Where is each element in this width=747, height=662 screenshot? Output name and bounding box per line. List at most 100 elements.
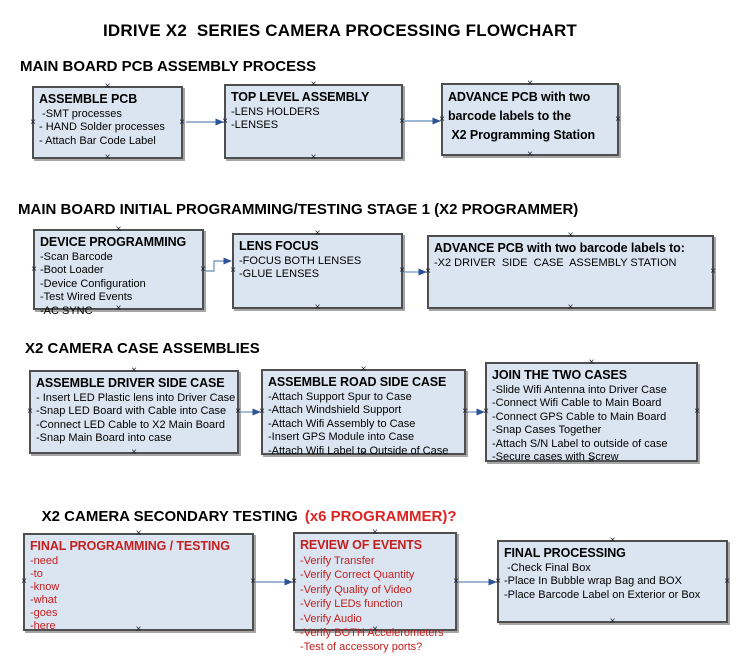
box-item: -Insert GPS Module into Case xyxy=(268,431,415,444)
box-item: -Place Barcode Label on Exterior or Box xyxy=(504,588,701,601)
box-title: TOP LEVEL ASSEMBLY xyxy=(231,90,370,104)
box-items: -Verify Transfer -Verify Correct Quantity… xyxy=(300,554,451,655)
flow-box-top-level-assembly[interactable]: TOP LEVEL ASSEMBLY-LENS HOLDERS-LENSES××… xyxy=(222,80,405,163)
box-title: ADVANCE PCB with two barcode labels to: xyxy=(434,241,685,255)
box-item: -Snap Cases Together xyxy=(492,424,602,437)
flow-box-assemble-pcb[interactable]: ASSEMBLE PCB -SMT processes- HAND Solder… xyxy=(30,82,185,163)
connection-point-icon: × xyxy=(615,113,621,125)
box-item: -Attach Support Spur to Case xyxy=(268,391,412,403)
box-item: -GLUE LENSES xyxy=(239,268,320,281)
box-title: LENS FOCUS xyxy=(239,239,319,253)
box-item: -Verify Transfer xyxy=(300,555,375,567)
connection-point-icon: × xyxy=(439,113,445,125)
box-item: -Connect LED Cable to X2 Main Board xyxy=(36,418,225,431)
connection-point-icon: × xyxy=(27,406,33,417)
box-item: -Attach Windshield Support xyxy=(268,404,402,417)
flow-box-final-processing[interactable]: FINAL PROCESSING -Check Final Box-Place … xyxy=(495,536,730,627)
box-item: -Snap LED Board with Cable into Case xyxy=(36,405,227,418)
box-items: -Attach Support Spur to Case-Attach Wind… xyxy=(268,391,460,458)
connection-point-icon: × xyxy=(399,265,405,276)
connection-point-icon: × xyxy=(710,266,716,277)
connection-point-icon: × xyxy=(462,406,468,417)
box-title: ADVANCE PCB with two barcode labels to t… xyxy=(448,90,596,142)
box-item: -here xyxy=(30,619,56,632)
box-items: -Scan Barcode-Boot Loader-Device Configu… xyxy=(40,251,198,318)
connection-point-icon: × xyxy=(425,266,431,277)
connection-point-icon: × xyxy=(310,152,317,163)
connection-point-icon: × xyxy=(453,575,459,587)
connection-point-icon: × xyxy=(495,575,501,587)
box-items: -FOCUS BOTH LENSES-GLUE LENSES xyxy=(239,255,397,282)
box-items: -Slide Wifi Antenna into Driver Case-Con… xyxy=(492,384,692,464)
connection-point-icon: × xyxy=(399,115,405,127)
box-title: ASSEMBLE PCB xyxy=(39,92,138,106)
connection-point-icon: × xyxy=(131,447,137,458)
connection-point-icon: × xyxy=(567,302,574,313)
box-title: FINAL PROGRAMMING / TESTING xyxy=(30,539,230,553)
connection-point-icon: × xyxy=(259,406,265,417)
section-heading-black-part: X2 CAMERA SECONDARY TESTING xyxy=(41,508,298,525)
section-heading-initial-programming: MAIN BOARD INITIAL PROGRAMMING/TESTING S… xyxy=(18,201,579,218)
box-item: -Connect Wifi Cable to Main Board xyxy=(492,397,662,410)
box-item: -Snap Main Board into case xyxy=(36,432,172,445)
box-item: -Place In Bubble wrap Bag and BOX xyxy=(504,575,682,588)
flow-box-review-of-events[interactable]: REVIEW OF EVENTS-Verify Transfer-Verify … xyxy=(291,528,459,654)
section-heading-case-assemblies: X2 CAMERA CASE ASSEMBLIES xyxy=(25,340,260,357)
box-item: -Attach Wifi Assembly to Case xyxy=(268,417,416,430)
box-item: -need xyxy=(30,555,59,567)
box-item: -Test Wired Events xyxy=(40,291,133,304)
box-title: ASSEMBLE ROAD SIDE CASE xyxy=(268,375,447,389)
box-title: REVIEW OF EVENTS xyxy=(300,538,423,552)
connection-point-icon: × xyxy=(235,406,241,417)
box-item: -LENSES xyxy=(231,119,279,132)
flow-box-assemble-driver-side-case[interactable]: ASSEMBLE DRIVER SIDE CASE - Insert LED Pl… xyxy=(27,366,241,458)
connection-point-icon: × xyxy=(30,116,36,128)
box-title: DEVICE PROGRAMMING xyxy=(40,235,187,249)
box-item: -Test of accessory ports? xyxy=(300,641,423,654)
flow-box-join-the-two-cases[interactable]: JOIN THE TWO CASES -Slide Wifi Antenna in… xyxy=(483,358,700,466)
section-heading-red-part: (x6 PROGRAMMER)? xyxy=(304,508,457,525)
box-items: -need-to-know-what-goes-here xyxy=(30,555,248,632)
box-item: -Attach Wifi Label to Outside of Case xyxy=(268,444,449,457)
flow-box-advance-pcb-to-driver-side-station[interactable]: ADVANCE PCB with two barcode labels to: -… xyxy=(425,231,716,313)
flow-box-device-programming[interactable]: DEVICE PROGRAMMING -Scan Barcode-Boot Loa… xyxy=(31,225,206,317)
connection-point-icon: × xyxy=(724,575,730,587)
page-title: IDRIVE X2 SERIES CAMERA PROCESSING FLOWC… xyxy=(102,21,578,40)
box-items: -Check Final Box-Place In Bubble wrap Ba… xyxy=(504,562,722,602)
connection-point-icon: × xyxy=(21,576,27,587)
box-item: -LENS HOLDERS xyxy=(231,106,320,118)
box-item: -Scan Barcode xyxy=(40,251,113,263)
connection-point-icon: × xyxy=(222,115,228,127)
flow-box-final-programming-testing[interactable]: FINAL PROGRAMMING / TESTING -need-to-know… xyxy=(21,529,256,635)
box-title: JOIN THE TWO CASES xyxy=(492,368,628,382)
box-item: -SMT processes xyxy=(39,108,122,120)
box-item: -Attach S/N Label to outside of case xyxy=(492,437,668,450)
box-item: -Secure cases with Screw xyxy=(492,451,619,464)
connection-point-icon: × xyxy=(291,575,297,587)
box-item: -Device Configuration xyxy=(40,277,146,290)
connection-point-icon: × xyxy=(250,576,256,587)
box-title: ASSEMBLE DRIVER SIDE CASE xyxy=(36,376,225,390)
box-items: -X2 DRIVER SIDE CASE ASSEMBLY STATION xyxy=(434,257,708,270)
flow-box-lens-focus[interactable]: LENS FOCUS -FOCUS BOTH LENSES-GLUE LENSES… xyxy=(230,229,405,313)
box-item: -to xyxy=(30,567,43,580)
box-items: -LENS HOLDERS-LENSES xyxy=(231,106,397,133)
box-items: -SMT processes- HAND Solder processes- A… xyxy=(39,108,177,148)
box-item: -what xyxy=(30,593,57,606)
connection-point-icon: × xyxy=(483,406,489,417)
connection-point-icon: × xyxy=(527,149,533,160)
flow-box-assemble-road-side-case[interactable]: ASSEMBLE ROAD SIDE CASE -Attach Support S… xyxy=(259,365,468,459)
box-item: -Verify Quality of Video xyxy=(300,583,412,596)
box-item: -Verify Correct Quantity xyxy=(300,569,415,582)
box-item: - Attach Bar Code Label xyxy=(39,134,156,147)
flow-box-advance-pcb-to-programming-station[interactable]: ADVANCE PCB with two barcode labels to t… xyxy=(439,79,621,160)
box-item: -Connect GPS Cable to Main Board xyxy=(492,410,667,423)
connection-point-icon: × xyxy=(314,302,321,313)
connection-point-icon: × xyxy=(104,152,111,163)
box-item: -FOCUS BOTH LENSES xyxy=(239,255,362,267)
box-item: -X2 DRIVER SIDE CASE ASSEMBLY STATION xyxy=(434,257,677,269)
arrow-device-programming-to-lens-focus xyxy=(205,257,232,272)
box-items: - Insert LED Plastic lens into Driver Ca… xyxy=(36,392,235,446)
box-item: -Boot Loader xyxy=(40,264,104,277)
